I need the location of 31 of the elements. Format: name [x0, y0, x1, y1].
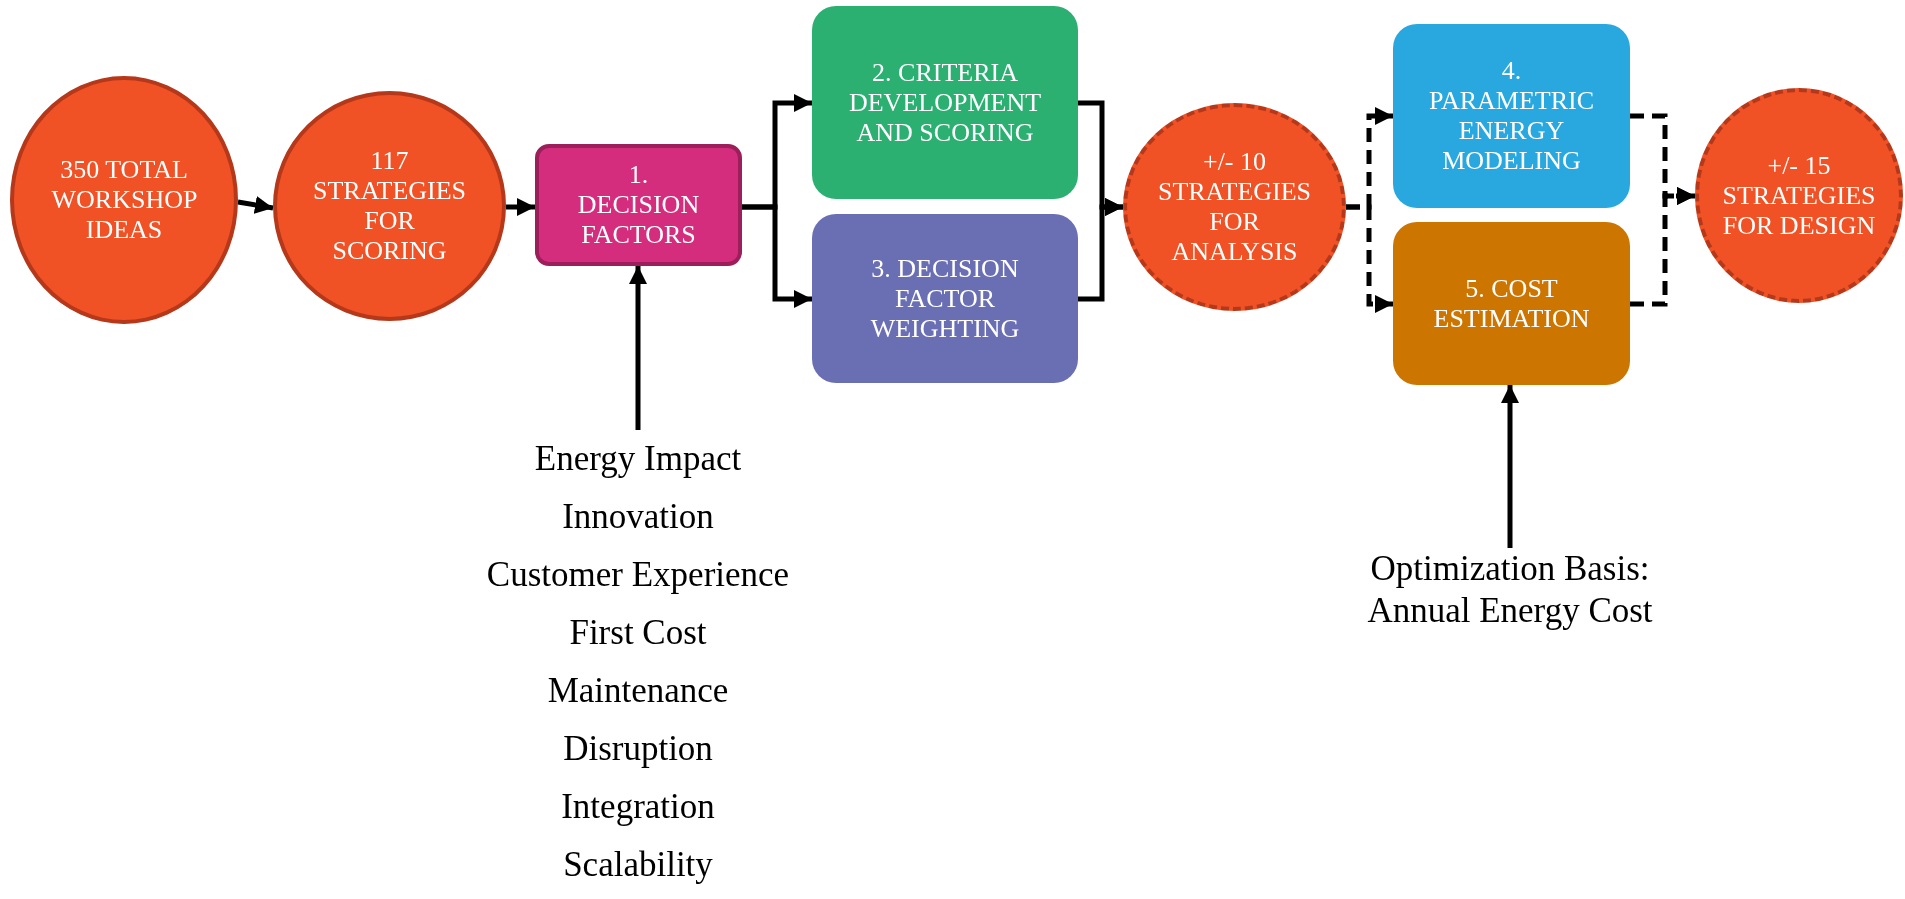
process-box [535, 144, 742, 266]
arrow [742, 204, 812, 308]
arrow [629, 266, 647, 430]
factor-label: Innovation [562, 496, 714, 538]
process-box [1393, 24, 1630, 208]
node-label: +/- 15 STRATEGIES FOR DESIGN [1721, 150, 1877, 241]
factor-label: First Cost [569, 612, 707, 654]
factor-label: Customer Experience [486, 554, 790, 596]
node-label: 3. DECISION FACTOR WEIGHTING [869, 253, 1021, 344]
node-label: 2. CRITERIA DEVELOPMENT AND SCORING [847, 57, 1043, 148]
arrow [1501, 385, 1519, 548]
process-box [812, 214, 1078, 383]
factor-label: Scalability [563, 844, 713, 886]
dashed-arrow [1346, 204, 1393, 313]
factor-label: Disruption [563, 728, 713, 770]
factor-label: Integration [561, 786, 715, 828]
arrow [237, 196, 274, 214]
arrow [1078, 198, 1123, 302]
process-box [1393, 222, 1630, 385]
node-label: 117 STRATEGIES FOR SCORING [311, 146, 468, 266]
node-label: 5. COST ESTIMATION [1432, 273, 1591, 334]
node-label: 4. PARAMETRIC ENERGY MODELING [1427, 56, 1596, 176]
node-label: 1. DECISION FACTORS [576, 160, 701, 250]
node-label: +/- 10 STRATEGIES FOR ANALYSIS [1156, 147, 1313, 267]
arrow [506, 198, 535, 216]
factor-label: Energy Impact [534, 438, 742, 480]
node-label: 350 TOTAL WORKSHOP IDEAS [50, 155, 199, 245]
dashed-arrow [1630, 187, 1695, 307]
note-text: Optimization Basis: Annual Energy Cost [1366, 548, 1654, 632]
process-box [812, 6, 1078, 199]
factor-label: Maintenance [547, 670, 729, 712]
